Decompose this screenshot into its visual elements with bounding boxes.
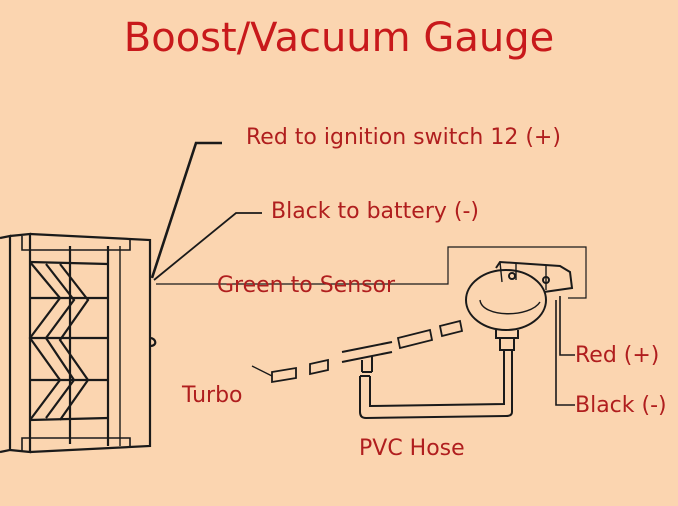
pvc-hose [341,341,513,420]
label-black-negative: Black (-) [575,393,667,418]
label-red-ignition: Red to ignition switch 12 (+) [246,125,561,150]
sensor-red-lead [559,296,575,356]
gauge-body [0,232,157,454]
hose-dashes [251,319,464,384]
diagram-title: Boost/Vacuum Gauge [123,15,555,61]
red-wire [150,141,222,279]
gauge-wires [150,141,587,299]
sensor-black-lead [555,300,575,406]
label-green-sensor: Green to Sensor [217,273,396,298]
green-wire [156,246,587,299]
label-red-positive: Red (+) [575,343,660,368]
sensor [465,260,575,406]
label-black-battery: Black to battery (-) [271,199,479,224]
black-wire [153,212,262,281]
label-pvc-hose: PVC Hose [359,436,465,461]
label-turbo: Turbo [182,383,243,408]
